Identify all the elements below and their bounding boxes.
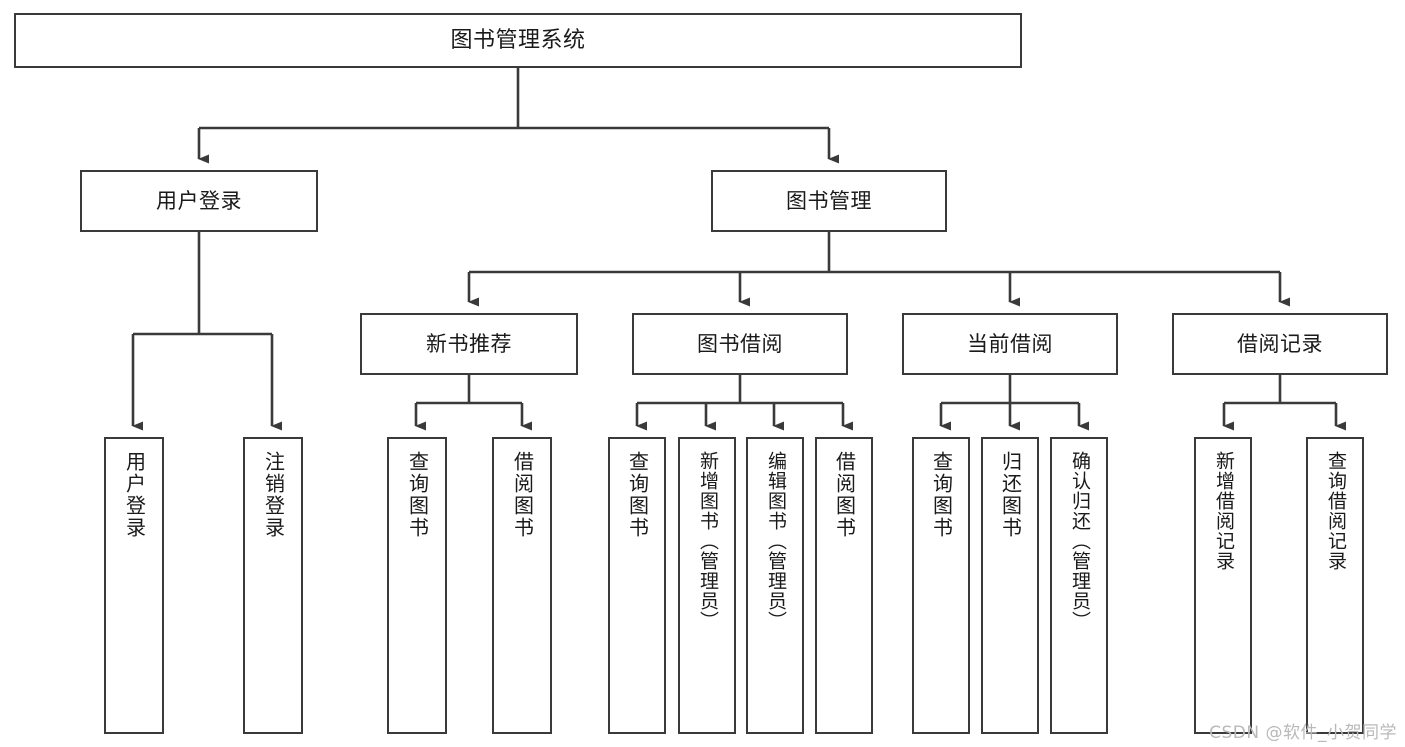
node-leaf-confirm-return-admin[interactable]: 确认归还（管理员） bbox=[1050, 437, 1108, 734]
node-leaf-add-book-admin[interactable]: 新增图书（管理员） bbox=[678, 437, 736, 734]
node-leaf-query-book[interactable]: 查询图书 bbox=[608, 437, 666, 734]
node-leaf-user-login[interactable]: 用户登录 bbox=[104, 437, 164, 734]
node-label: 借阅图书 bbox=[510, 451, 535, 539]
node-book-borrow[interactable]: 图书借阅 bbox=[632, 313, 848, 375]
node-new-book-recommend[interactable]: 新书推荐 bbox=[360, 313, 578, 375]
node-leaf-edit-book-admin[interactable]: 编辑图书（管理员） bbox=[746, 437, 804, 734]
node-label: 查询图书 bbox=[405, 451, 430, 539]
node-label: 图书借阅 bbox=[697, 331, 783, 356]
node-label: 查询图书 bbox=[625, 451, 650, 539]
node-leaf-query-book-recommend[interactable]: 查询图书 bbox=[387, 437, 447, 734]
node-label: 借阅记录 bbox=[1237, 331, 1323, 356]
csdn-watermark: CSDN @软件_小贺同学 bbox=[1209, 723, 1397, 743]
node-label: 查询借阅记录 bbox=[1324, 451, 1347, 571]
node-borrow-record[interactable]: 借阅记录 bbox=[1172, 313, 1388, 375]
node-label: 借阅图书 bbox=[832, 451, 857, 539]
node-leaf-query-borrow-record[interactable]: 查询借阅记录 bbox=[1306, 437, 1364, 734]
node-label: 当前借阅 bbox=[967, 331, 1053, 356]
node-current-borrow[interactable]: 当前借阅 bbox=[902, 313, 1118, 375]
node-label: 图书管理系统 bbox=[450, 27, 586, 53]
node-label: 编辑图书（管理员） bbox=[764, 451, 787, 631]
node-label: 确认归还（管理员） bbox=[1068, 451, 1091, 631]
node-label: 新增图书（管理员） bbox=[696, 451, 719, 631]
node-leaf-return-book[interactable]: 归还图书 bbox=[981, 437, 1039, 734]
node-leaf-borrow-book[interactable]: 借阅图书 bbox=[815, 437, 873, 734]
node-label: 图书管理 bbox=[786, 188, 872, 213]
node-user-login[interactable]: 用户登录 bbox=[80, 170, 318, 232]
node-leaf-logout[interactable]: 注销登录 bbox=[243, 437, 303, 734]
node-root-system[interactable]: 图书管理系统 bbox=[14, 13, 1022, 68]
node-label: 用户登录 bbox=[156, 188, 242, 213]
node-leaf-add-borrow-record[interactable]: 新增借阅记录 bbox=[1194, 437, 1252, 734]
node-label: 用户登录 bbox=[122, 451, 147, 539]
node-book-management[interactable]: 图书管理 bbox=[711, 170, 947, 232]
node-label: 注销登录 bbox=[261, 451, 286, 539]
node-label: 新增借阅记录 bbox=[1212, 451, 1235, 571]
node-label: 查询图书 bbox=[929, 451, 954, 539]
node-label: 新书推荐 bbox=[426, 331, 512, 356]
node-leaf-borrow-book-recommend[interactable]: 借阅图书 bbox=[492, 437, 552, 734]
node-leaf-query-book-current[interactable]: 查询图书 bbox=[912, 437, 970, 734]
node-label: 归还图书 bbox=[998, 451, 1023, 539]
